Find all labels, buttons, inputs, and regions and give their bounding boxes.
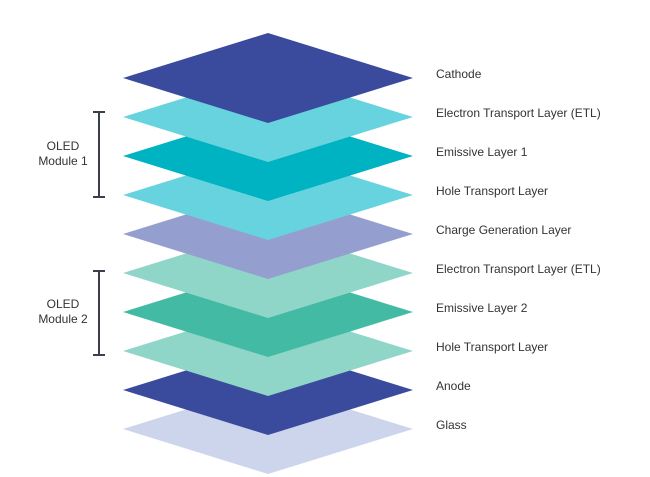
module-2-line2: Module 2 (38, 312, 88, 326)
layer-label-glass: Glass (436, 418, 467, 432)
layer-label-anode: Anode (436, 379, 471, 393)
layer-0 (123, 33, 413, 123)
module-1-line2: Module 1 (38, 154, 88, 168)
module-2-line1: OLED (46, 297, 80, 311)
layer-label-cgl: Charge Generation Layer (436, 223, 572, 237)
layer-label-emissive-2: Emissive Layer 2 (436, 301, 528, 315)
module-1-line1: OLED (46, 139, 80, 153)
layer-label-htl-1: Hole Transport Layer (436, 184, 549, 198)
module-2-bracket (93, 270, 105, 356)
layer-label-cathode: Cathode (436, 67, 482, 81)
layer-label-etl-1: Electron Transport Layer (ETL) (436, 106, 601, 120)
layer-label-emissive-1: Emissive Layer 1 (436, 145, 528, 159)
module-1-label: OLED Module 1 (30, 139, 96, 169)
module-1-bracket (93, 111, 105, 198)
module-2-label: OLED Module 2 (30, 297, 96, 327)
layer-label-htl-2: Hole Transport Layer (436, 340, 549, 354)
layer-label-etl-2: Electron Transport Layer (ETL) (436, 262, 601, 276)
